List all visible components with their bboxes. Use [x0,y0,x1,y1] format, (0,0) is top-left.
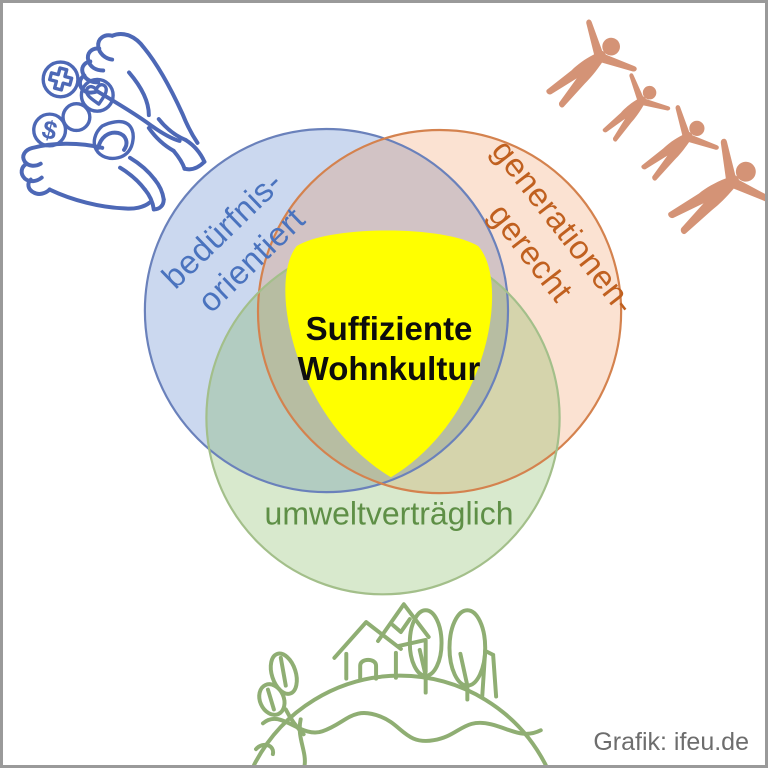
trees [407,608,499,702]
mountain-snowcap [390,617,412,635]
mountain [376,602,431,643]
continent-tail [297,717,307,765]
people-chain-icon [546,19,765,235]
heart-circle-icon [79,77,115,113]
person [641,105,719,181]
care-icons [32,60,135,161]
continent-blob [254,742,275,757]
lower-hand [19,130,166,212]
coin-circle-icon [61,102,92,133]
label-umweltvertraeglich: umweltverträglich [264,495,514,532]
globe-outline [252,673,548,765]
person [546,19,637,108]
pouch-icon [92,119,135,161]
house [332,620,428,681]
continent-line [260,710,543,743]
center-title-line: Wohnkultur [297,350,481,387]
center-title: Suffiziente Wohnkultur [298,309,481,390]
credit-text: Grafik: ifeu.de [593,728,749,756]
circle-beduerfnis-outline [143,127,510,494]
heart-icon [84,83,108,106]
venn-diagram-graphic: $ [19,19,765,765]
dollar-icon: $ [39,116,60,147]
circle-generationen-outline [256,128,623,495]
plus-circle-icon [41,60,80,99]
plus-icon [48,66,74,92]
person [668,138,765,235]
person [602,73,671,142]
center-title-line: Suffiziente [305,309,473,347]
center-intersection-shape [285,230,493,478]
earth-house-icon [252,602,548,765]
dollar-circle-icon [32,112,68,148]
hands-care-icon: $ [19,31,207,212]
bushes [257,651,306,737]
